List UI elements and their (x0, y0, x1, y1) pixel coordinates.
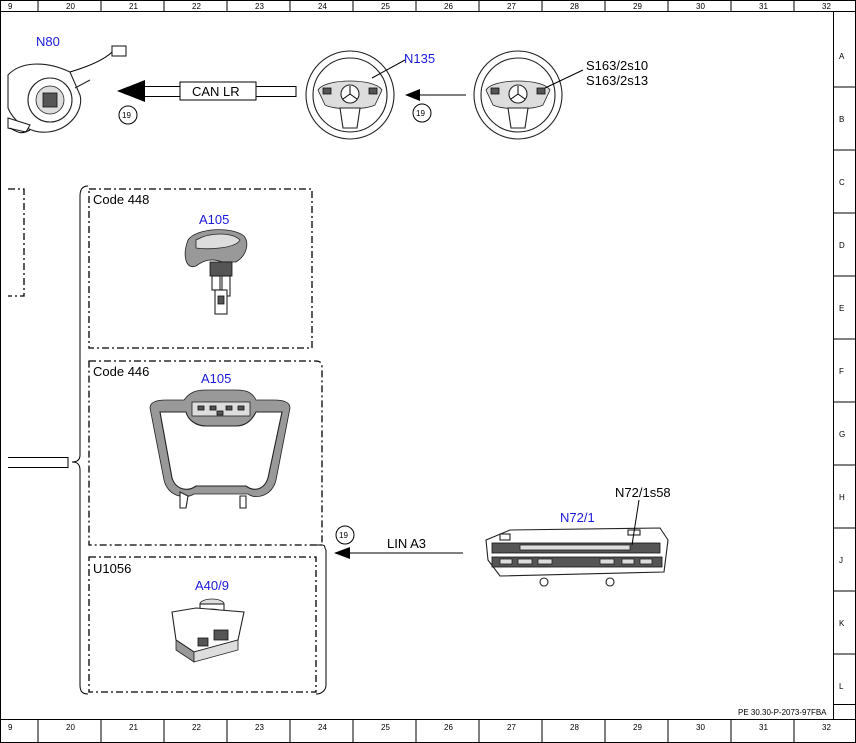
a105-top-label: A105 (199, 212, 229, 227)
row-label: E (839, 304, 844, 313)
s163-label-2: S163/2s13 (586, 73, 648, 88)
code446-label: Code 446 (93, 364, 149, 379)
n135-label: N135 (404, 51, 435, 66)
steering-wheel-s163-image (473, 50, 563, 140)
row-label: A (839, 52, 845, 61)
col-label: 27 (507, 723, 516, 732)
n72-1s58-label: N72/1s58 (615, 485, 671, 500)
col-label: 28 (570, 723, 579, 732)
variant-box-code446 (88, 360, 323, 546)
col-label: 30 (696, 723, 705, 732)
can-lr-connection (117, 80, 297, 102)
inner-bracket (315, 544, 327, 695)
selector-lever-image (184, 229, 248, 315)
col-label: 23 (255, 723, 264, 732)
leader-line (631, 499, 640, 546)
reference-marker (412, 103, 432, 123)
leader-line (371, 59, 406, 79)
lin-a3-connection (334, 547, 463, 559)
wheel-connection-arrow (405, 89, 466, 101)
col-label: 32 (822, 2, 831, 11)
overhead-control-panel-image (149, 389, 291, 509)
can-lr-label: CAN LR (192, 84, 240, 99)
col-label: 31 (759, 723, 768, 732)
col-label: 22 (192, 2, 201, 11)
variant-bracket (71, 185, 89, 695)
climate-control-panel-image (485, 527, 669, 587)
reference-marker (335, 525, 355, 545)
col-label: 26 (444, 723, 453, 732)
col-label: 24 (318, 723, 327, 732)
row-labels: A B C D E F G H J K L (839, 52, 845, 691)
leader-line (544, 69, 584, 89)
row-label: J (839, 556, 843, 565)
n72-1-label: N72/1 (560, 510, 595, 525)
col-label: 31 (759, 2, 768, 11)
variant-box-code448 (88, 188, 313, 349)
partial-variant-box (8, 188, 25, 297)
col-label: 20 (66, 2, 75, 11)
a105-mid-label: A105 (201, 371, 231, 386)
col-label: 22 (192, 723, 201, 732)
a40-9-label: A40/9 (195, 578, 229, 593)
row-label: H (839, 493, 845, 502)
col-label: 21 (129, 723, 138, 732)
left-input-connection (8, 457, 69, 468)
u1056-label: U1056 (93, 561, 131, 576)
col-label: 26 (444, 2, 453, 11)
row-label: G (839, 430, 845, 439)
col-label: 25 (381, 723, 390, 732)
col-label: 25 (381, 2, 390, 11)
row-label: C (839, 178, 845, 187)
col-label: 24 (318, 2, 327, 11)
reference-marker (118, 105, 138, 125)
column-ticks (37, 0, 795, 743)
row-label: D (839, 241, 845, 250)
col-label: 20 (66, 723, 75, 732)
code448-label: Code 448 (93, 192, 149, 207)
a40-9-component-image (171, 598, 245, 663)
row-label: F (839, 367, 844, 376)
column-labels-bottom: 9 20 21 22 23 24 25 26 27 28 29 30 31 32 (8, 723, 831, 732)
reference-number: 19 (122, 111, 131, 120)
column-labels-top: 9 20 21 22 23 24 25 26 27 28 29 30 31 32 (8, 2, 831, 11)
row-label: K (839, 619, 845, 628)
lin-a3-label: LIN A3 (387, 536, 426, 551)
col-label: 9 (8, 723, 13, 732)
reference-number: 19 (416, 109, 425, 118)
n80-label: N80 (36, 34, 60, 49)
col-label: 27 (507, 2, 516, 11)
row-label: B (839, 115, 844, 124)
steering-column-module-image (7, 45, 127, 134)
steering-wheel-n135-image (305, 50, 395, 140)
s163-label-1: S163/2s10 (586, 58, 648, 73)
col-label: 29 (633, 2, 642, 11)
variant-box-u1056 (88, 556, 317, 693)
row-label: L (839, 682, 844, 691)
col-label: 29 (633, 723, 642, 732)
col-label: 21 (129, 2, 138, 11)
document-id: PE 30.30-P-2073-97FBA (738, 708, 827, 717)
col-label: 30 (696, 2, 705, 11)
col-label: 32 (822, 723, 831, 732)
reference-number: 19 (339, 531, 348, 540)
col-label: 9 (8, 2, 13, 11)
row-ticks (834, 86, 856, 655)
col-label: 23 (255, 2, 264, 11)
col-label: 28 (570, 2, 579, 11)
